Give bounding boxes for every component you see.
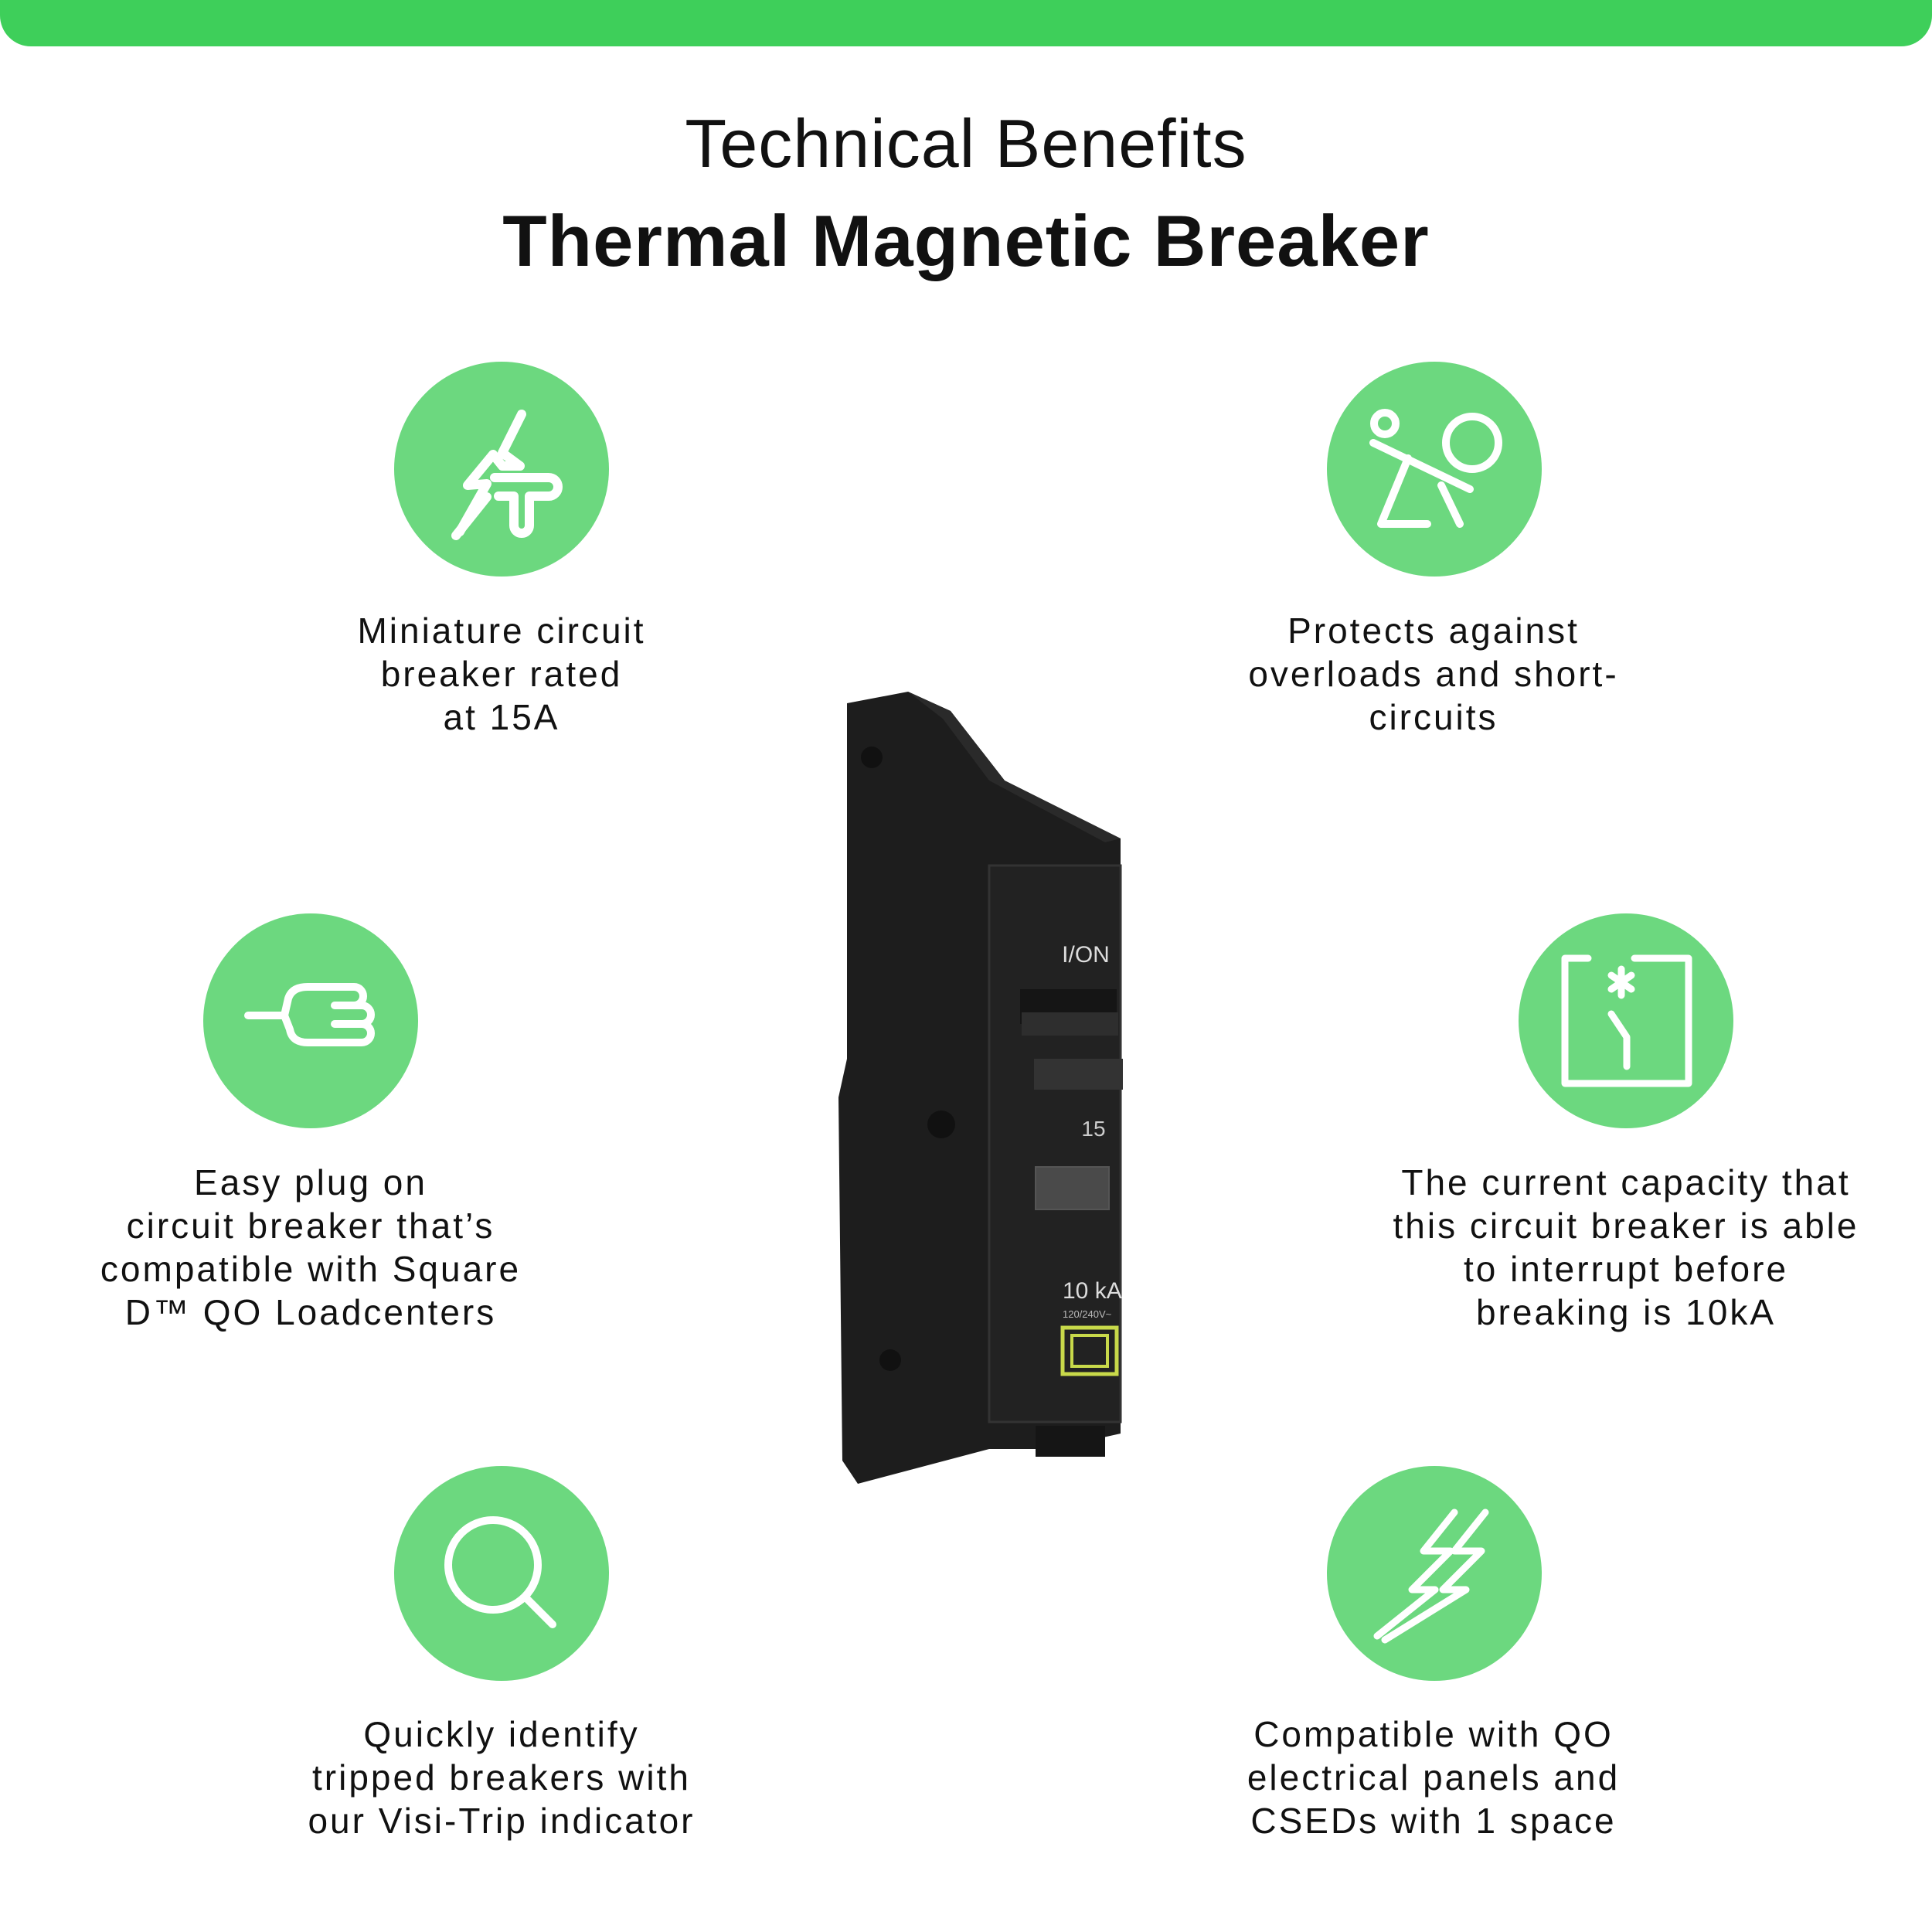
top-accent-bar (0, 0, 1932, 46)
page-title: Technical Benefits (685, 105, 1247, 182)
product-title: Thermal Magnetic Breaker (502, 200, 1430, 281)
lightning-t-icon (394, 362, 609, 577)
on-label: I/ON (1062, 942, 1110, 968)
switch-panel-icon (1519, 913, 1733, 1128)
plug-icon (203, 913, 418, 1128)
double-lightning-icon (1327, 1466, 1542, 1681)
rating-label: 15 (1081, 1117, 1105, 1141)
interrupt-label: 10 kA (1063, 1278, 1122, 1304)
magnifier-icon (394, 1466, 609, 1681)
voltage-label: 120/240V~ (1063, 1308, 1112, 1320)
seesaw-balance-icon (1327, 362, 1542, 577)
circuit-breaker-image: I/ON 15 10 kA 120/240V~ (827, 688, 1136, 1484)
